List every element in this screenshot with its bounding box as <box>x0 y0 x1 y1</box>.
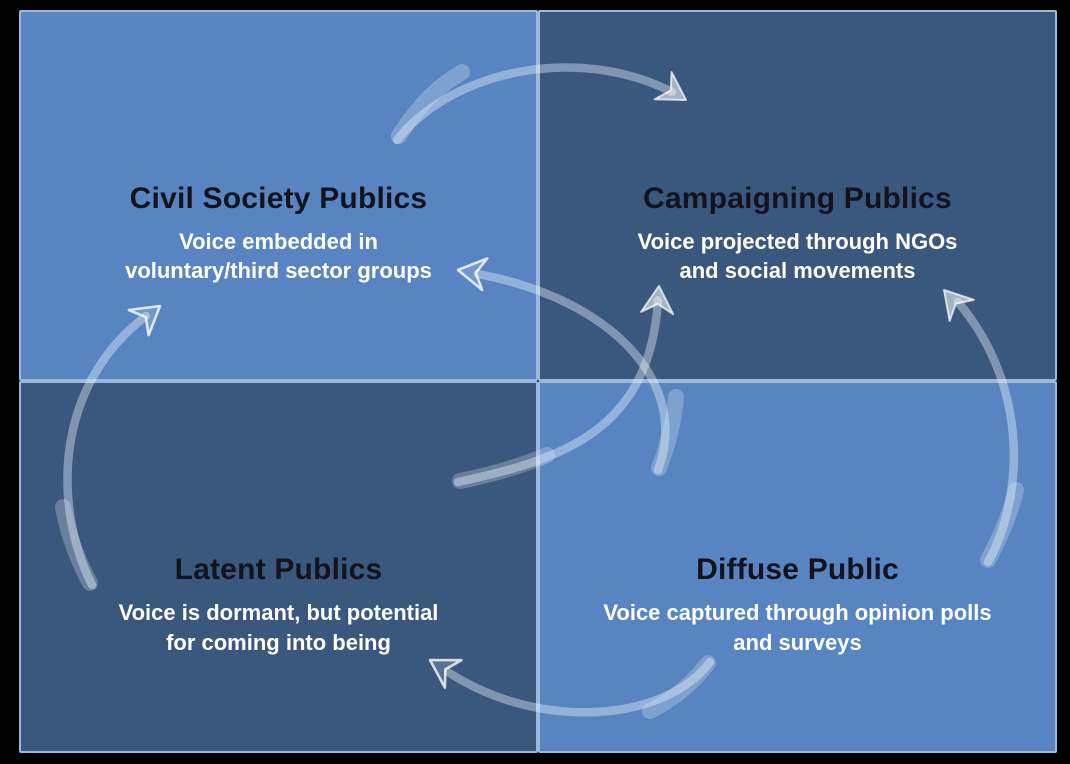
quadrant-latent-publics: Latent Publics Voice is dormant, but pot… <box>19 381 538 753</box>
quadrant-content: Campaigning Publics Voice projected thro… <box>638 182 958 285</box>
quadrant-subtitle: Voice embedded in voluntary/third sector… <box>125 227 432 285</box>
subtitle-line: Voice is dormant, but potential <box>118 600 439 626</box>
quadrant-content: Latent Publics Voice is dormant, but pot… <box>119 553 439 656</box>
quadrant-content: Civil Society Publics Voice embedded in … <box>125 182 432 285</box>
quadrant-title: Diffuse Public <box>696 553 899 587</box>
quadrant-subtitle: Voice is dormant, but potential for comi… <box>119 598 439 656</box>
quadrant-title: Civil Society Publics <box>129 181 428 215</box>
subtitle-line: and social movements <box>679 258 916 283</box>
subtitle-line: voluntary/third sector groups <box>125 258 432 283</box>
subtitle-line: Voice projected through NGOs <box>637 228 958 254</box>
quadrant-title: Latent Publics <box>174 553 383 587</box>
subtitle-line: and surveys <box>733 629 862 655</box>
quadrant-diffuse-public: Diffuse Public Voice captured through op… <box>538 381 1057 753</box>
quadrant-subtitle: Voice projected through NGOs and social … <box>638 227 958 285</box>
subtitle-line: Voice captured through opinion polls <box>603 600 992 626</box>
quadrant-campaigning-publics: Campaigning Publics Voice projected thro… <box>538 10 1057 381</box>
quadrant-civil-society-publics: Civil Society Publics Voice embedded in … <box>19 10 538 381</box>
quadrant-content: Diffuse Public Voice captured through op… <box>603 553 991 656</box>
subtitle-line: for coming into being <box>166 629 391 655</box>
subtitle-line: Voice embedded in <box>179 228 378 254</box>
quadrant-title: Campaigning Publics <box>643 181 952 215</box>
quadrant-subtitle: Voice captured through opinion polls and… <box>603 598 991 656</box>
